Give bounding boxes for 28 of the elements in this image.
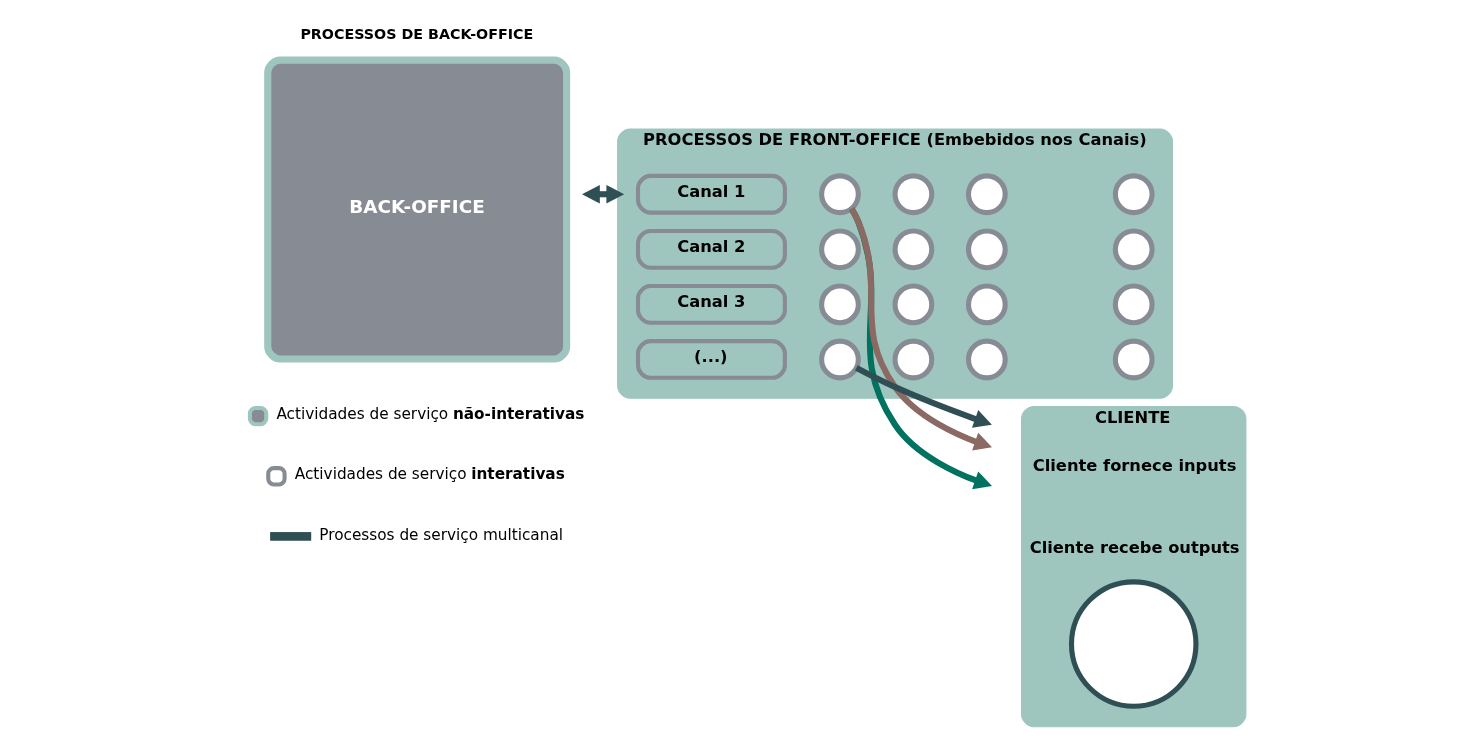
- node-circle: [1112, 283, 1155, 326]
- node-circle: [819, 228, 861, 271]
- arrow: [582, 184, 625, 204]
- legend-label: Actividades de serviço interativas: [294, 464, 565, 483]
- node-circle: [819, 173, 861, 216]
- node-label: PROCESSOS DE BACK-OFFICE: [300, 26, 534, 43]
- node-circle: [965, 228, 1008, 271]
- cluster: CLIENTE Cliente fornece inputs Cliente recebe outputs: [1021, 405, 1247, 728]
- node-circle: [965, 283, 1008, 326]
- node-circle: [965, 173, 1008, 216]
- legend-label: Processos de serviço multicanal: [319, 526, 564, 545]
- node-circle: [892, 283, 935, 326]
- arrow: [854, 365, 992, 428]
- node-circle: [1112, 228, 1155, 271]
- node-box: Canal 3: [635, 284, 787, 325]
- node-box: (...): [635, 339, 787, 380]
- node-circle: [892, 173, 935, 216]
- node-circle: [1112, 338, 1155, 381]
- node-circle: [1068, 579, 1199, 709]
- node-circle: [1112, 173, 1155, 216]
- node-circle: [965, 338, 1008, 381]
- node-box: Canal 1: [635, 173, 787, 215]
- node-circle: [819, 283, 861, 326]
- node-box: Canal 2: [635, 228, 787, 270]
- node-circle: [892, 338, 935, 381]
- node-circle: [819, 338, 861, 381]
- node-circle: [892, 228, 935, 271]
- legend-label: Actividades de serviço não-interativas: [276, 404, 585, 423]
